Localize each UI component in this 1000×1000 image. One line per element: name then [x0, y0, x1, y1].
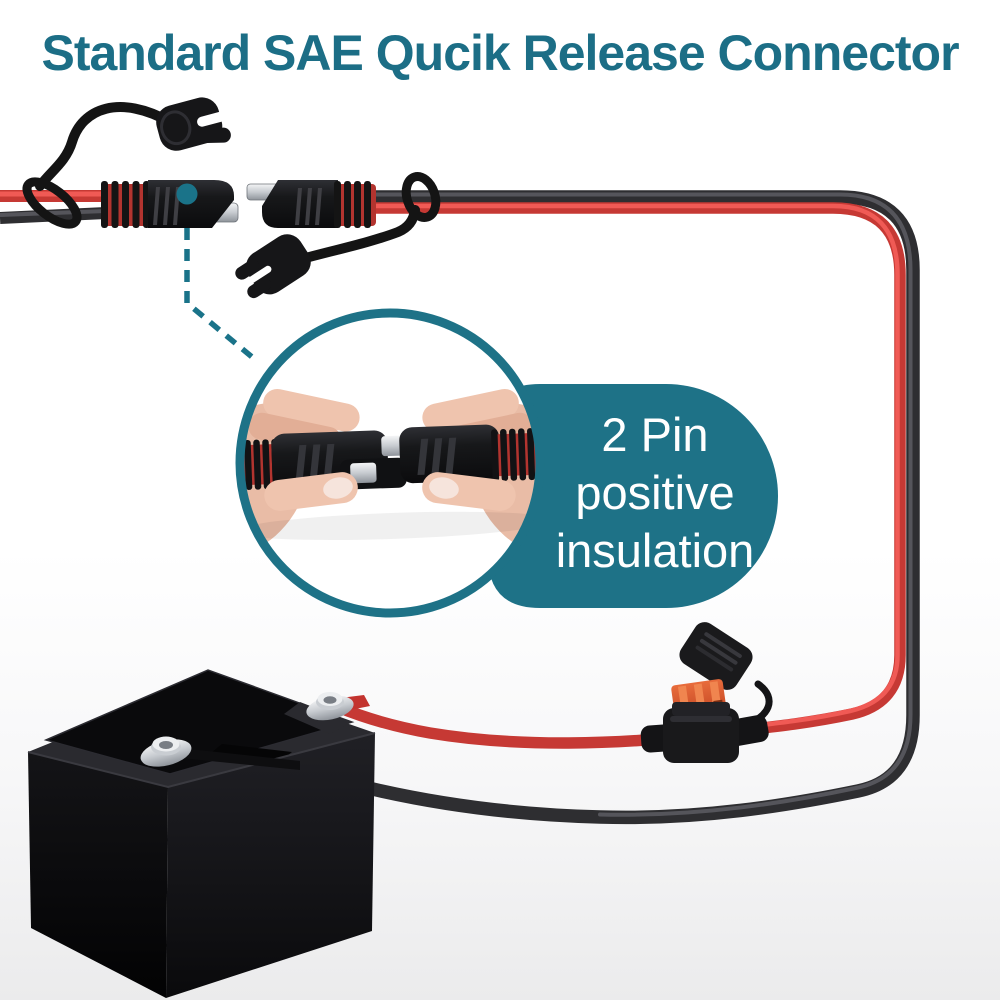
cap-tether-loop — [401, 172, 441, 222]
negative-wire — [285, 190, 920, 825]
battery-terminals — [140, 692, 370, 770]
dashed-pointer-line — [184, 207, 254, 360]
battery — [27, 669, 376, 998]
battery-right-face — [166, 733, 375, 998]
left-thumb-nail — [323, 477, 353, 499]
inset-ring — [235, 308, 545, 618]
fuse-holder — [640, 622, 773, 763]
right-hand-finger — [422, 388, 519, 432]
battery-left-face — [28, 752, 168, 998]
cap-tether — [293, 205, 420, 265]
negative-terminal — [140, 736, 192, 767]
right-thumb-nail — [429, 477, 459, 499]
page-title: Standard SAE Qucik Release Connector — [41, 25, 959, 81]
sae-connector-left — [101, 180, 239, 228]
inset-photo — [235, 308, 545, 618]
inset-connector-assembly — [244, 424, 536, 541]
pointer-dot — [176, 183, 198, 205]
dust-cap-left — [22, 97, 231, 229]
fuse-cap — [679, 622, 753, 690]
sae-connector-right — [246, 180, 376, 228]
inset-metal-pin-lower — [350, 462, 377, 484]
callout-pill — [488, 384, 778, 608]
negative-lug — [180, 748, 300, 770]
positive-terminal — [306, 692, 354, 721]
cap-tether-loop — [22, 177, 82, 229]
cap-tether — [35, 102, 175, 191]
left-hand-finger — [263, 388, 360, 432]
callout-label: 2 Pin positive insulation — [555, 408, 755, 577]
dust-cap-right — [235, 172, 441, 299]
